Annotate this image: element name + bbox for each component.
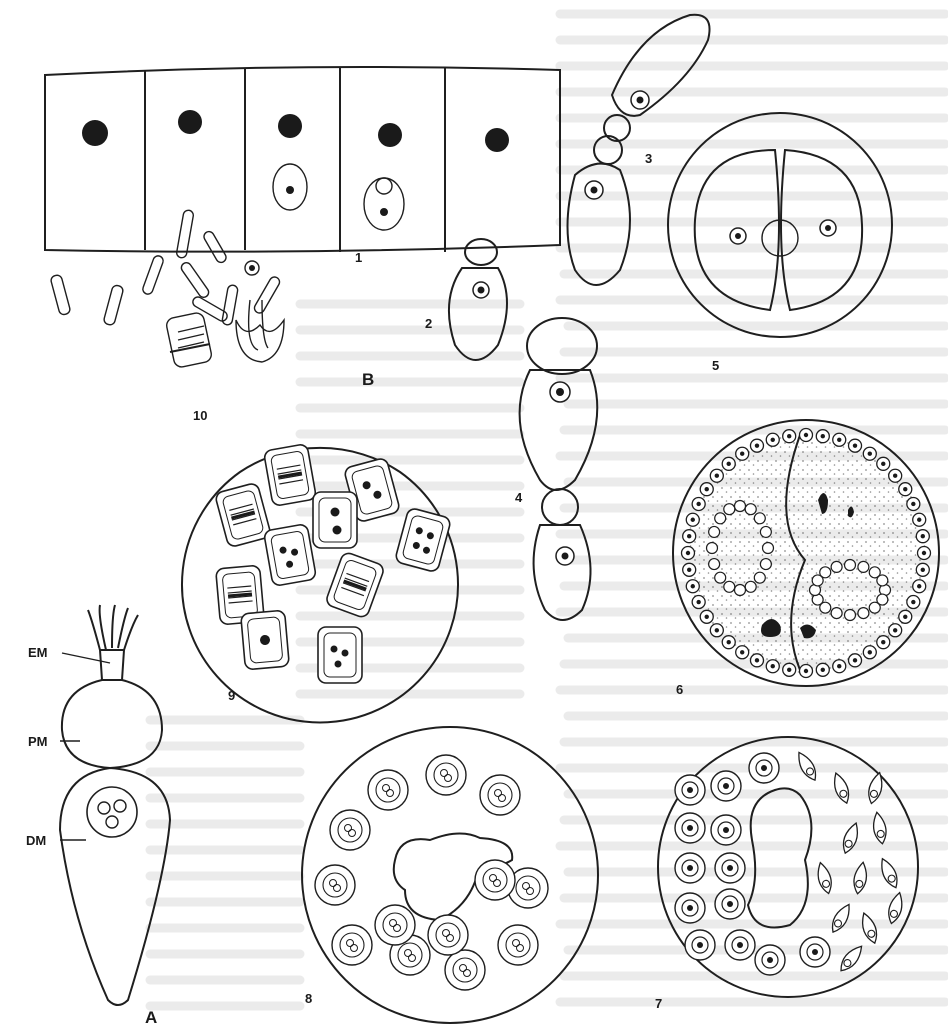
label-stage-6: 6 [676, 682, 683, 697]
spore-cyst [182, 444, 458, 723]
label-stage-1: 1 [355, 250, 362, 265]
label-panel-b: B [362, 370, 374, 389]
label-stage-10: 10 [193, 408, 207, 423]
label-stage-3: 3 [645, 151, 652, 166]
trophozoite-attached [449, 239, 507, 360]
label-stage-7: 7 [655, 996, 662, 1011]
oocyst-cluster [302, 727, 598, 1023]
gametocyst-two-gamonts [668, 113, 892, 337]
label-stage-5: 5 [712, 358, 719, 373]
epithelial-cells [45, 67, 560, 252]
spores [215, 444, 452, 683]
label-dm: DM [26, 833, 46, 848]
gregarine-body [60, 605, 170, 1005]
released-sporozoites [50, 209, 284, 368]
syzygy-chain [568, 15, 710, 285]
label-stage-9: 9 [228, 688, 235, 703]
label-stage-4: 4 [515, 490, 523, 505]
oocyst-cells [315, 755, 548, 990]
label-panel-a: A [145, 1008, 157, 1027]
label-em: EM [28, 645, 48, 660]
label-stage-8: 8 [305, 991, 312, 1006]
zygotes-and-sporozoites [658, 737, 918, 997]
gamete-formation [673, 420, 939, 686]
gamont-association [520, 318, 598, 620]
label-stage-2: 2 [425, 316, 432, 331]
label-pm: PM [28, 734, 48, 749]
